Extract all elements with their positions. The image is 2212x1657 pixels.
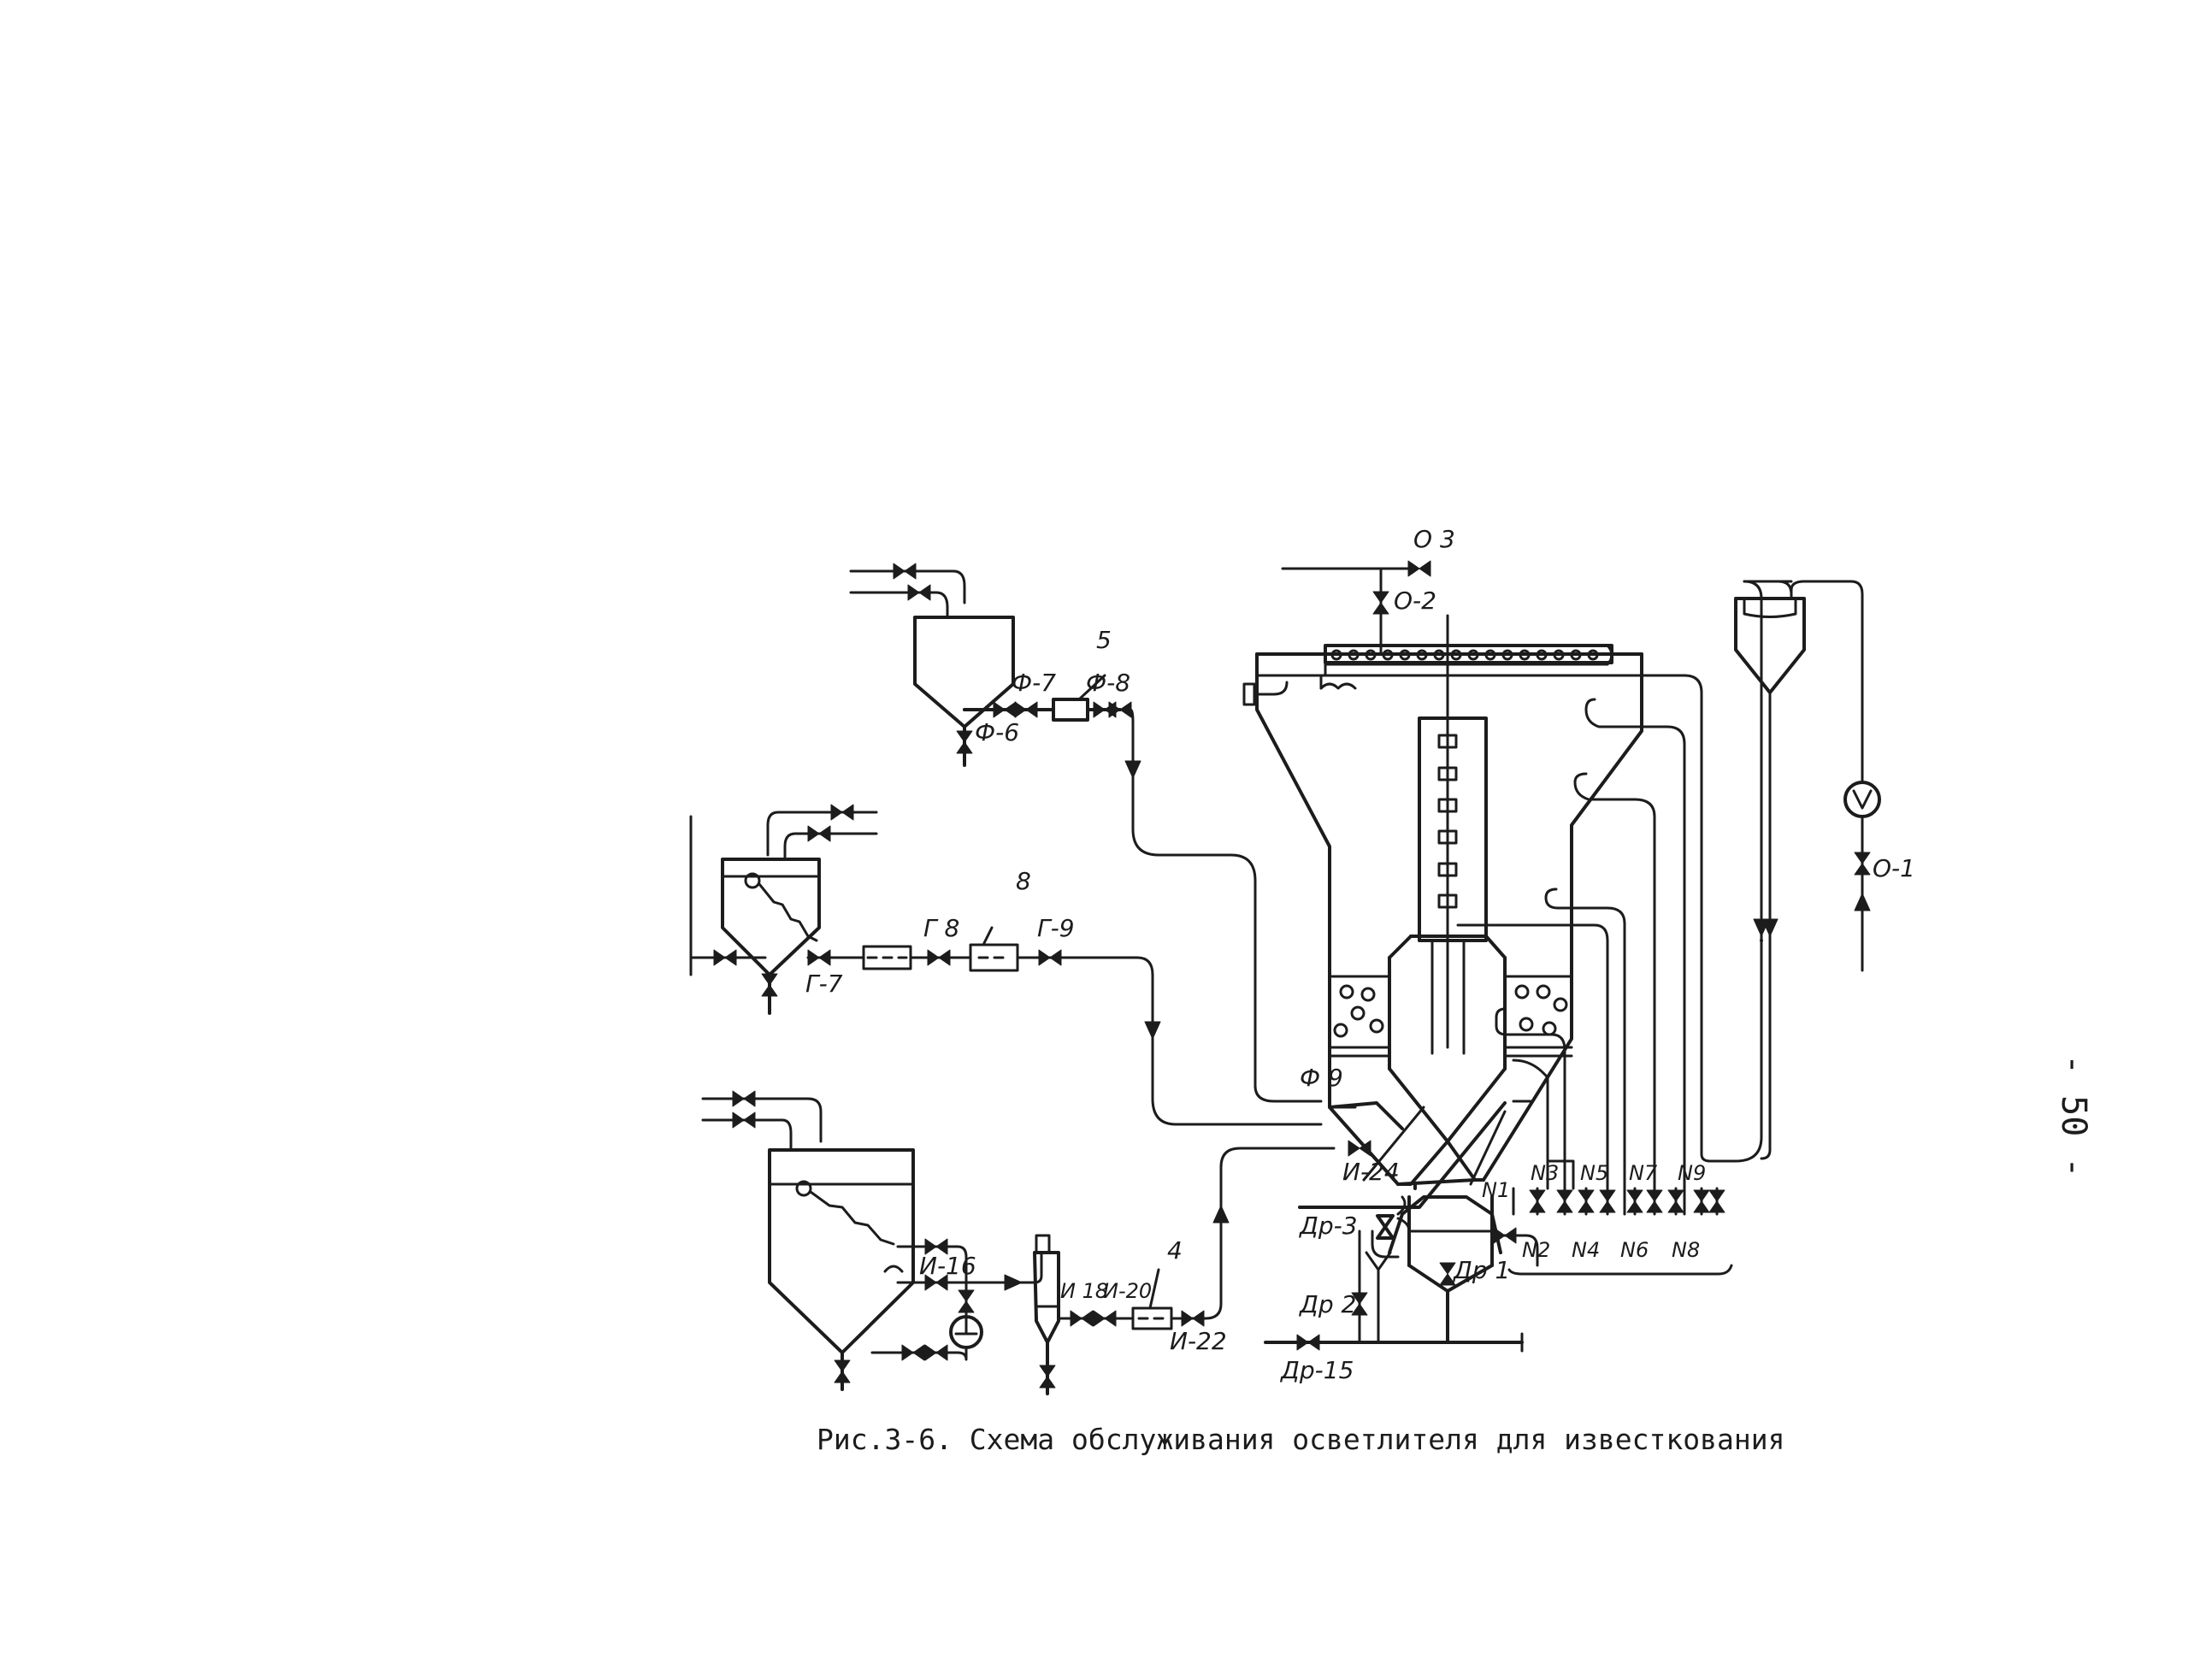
label-i18: И 18 [1060,1279,1108,1303]
hopper-f [849,563,1323,1103]
label-o2: О-2 [1394,587,1436,615]
label-N5: N5 [1580,1161,1608,1185]
figure-caption: Рис.3-6. Схема обслуживания осветлителя … [817,1423,1785,1456]
label-g7: Г-7 [805,970,843,998]
label-dr2: Др 2 [1298,1290,1356,1318]
label-4: 4 [1167,1236,1183,1265]
label-dr1: Др 1 [1452,1256,1510,1284]
tank-i [701,1090,1043,1391]
label-i22: И-22 [1170,1327,1227,1355]
label-N1: N1 [1482,1178,1510,1202]
label-N7: N7 [1629,1161,1658,1185]
label-N3: N3 [1531,1161,1559,1185]
label-o1: О-1 [1873,854,1915,882]
separator-i [1033,1140,1371,1395]
label-N8: N8 [1672,1238,1700,1262]
tank-g [689,804,1323,1126]
label-N9: N9 [1678,1161,1706,1185]
label-i16: И-16 [919,1252,976,1280]
label-5: 5 [1096,626,1112,654]
label-N6: N6 [1620,1238,1649,1262]
label-f9: Ф 9 [1300,1064,1343,1092]
sampling-lines [1495,580,1793,1276]
label-g8: Г 8 [923,914,959,942]
reagent-tank-o [1734,580,1881,1160]
label-N4: N4 [1572,1238,1600,1262]
drainage [1264,1195,1524,1353]
label-dr15: Др-15 [1279,1356,1354,1384]
label-N2: N2 [1522,1238,1550,1262]
label-f7: Ф-7 [1012,669,1056,697]
label-f6: Ф-6 [975,718,1019,746]
label-o3: О 3 [1413,525,1455,553]
label-8: 8 [1016,867,1031,895]
label-g9: Г-9 [1037,914,1075,942]
label-dr3: Др-3 [1298,1212,1358,1240]
label-f8: Ф-8 [1086,669,1130,697]
label-i20: И-20 [1103,1279,1152,1303]
page-number: - 50 - [2054,1054,2093,1178]
label-i24: И-24 [1342,1158,1400,1186]
